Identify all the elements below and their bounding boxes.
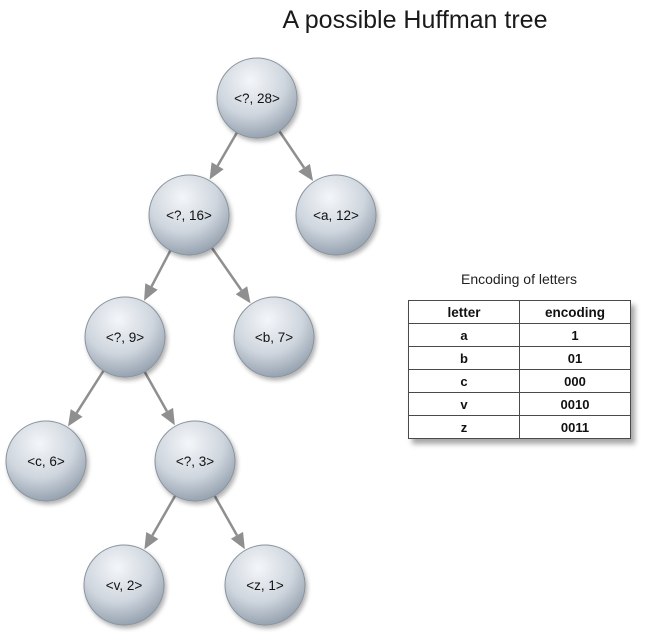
- edge-n9-n3: [143, 371, 175, 426]
- encoding-table: letter encoding a 1 b 01 c 000 v 0010 z: [408, 300, 631, 439]
- edge-line: [75, 370, 105, 414]
- edge-line: [213, 495, 239, 536]
- node-circle: [224, 544, 306, 626]
- table-row: c 000: [408, 369, 631, 393]
- letter-cell: v: [408, 392, 520, 416]
- edge-root-n16: [209, 131, 238, 180]
- table-header-row: letter encoding: [408, 300, 631, 324]
- edge-n16-b: [210, 247, 251, 304]
- node-circle: [5, 420, 87, 502]
- encoding-cell: 01: [519, 346, 631, 370]
- tree-node-root: <?, 28>: [216, 57, 298, 139]
- letter-cell: a: [408, 323, 520, 347]
- edge-line: [151, 495, 177, 537]
- letter-cell: z: [408, 415, 520, 439]
- letter-cell: b: [408, 346, 520, 370]
- encoding-cell: 000: [519, 369, 631, 393]
- diagram-title: A possible Huffman tree: [282, 6, 548, 34]
- encoding-cell: 0010: [519, 392, 631, 416]
- table-row: z 0011: [408, 415, 631, 439]
- tree-node-n9: <?, 9>: [84, 296, 166, 378]
- tree-node-n3: <?, 3>: [154, 420, 236, 502]
- table-row: v 0010: [408, 392, 631, 416]
- arrowhead: [144, 283, 158, 301]
- edge-line: [210, 247, 243, 291]
- tree-node-z: <z, 1>: [224, 544, 306, 626]
- edge-n3-z: [213, 495, 245, 550]
- tree-node-n16: <?, 16>: [148, 174, 230, 256]
- edge-root-a: [278, 130, 314, 182]
- table-row: b 01: [408, 346, 631, 370]
- tree-node-a: <a, 12>: [295, 174, 377, 256]
- arrowhead: [68, 409, 83, 427]
- node-circle: [154, 420, 236, 502]
- edge-line: [143, 371, 169, 412]
- node-label: <c, 6>: [27, 454, 65, 469]
- encoding-cell: 1: [519, 323, 631, 347]
- node-circle: [295, 174, 377, 256]
- edge-line: [150, 249, 172, 288]
- node-circle: [84, 296, 166, 378]
- tree-node-b: <b, 7>: [233, 296, 315, 378]
- arrowhead: [160, 407, 175, 426]
- node-label: <?, 28>: [234, 91, 280, 106]
- tree-node-v: <v, 2>: [83, 544, 165, 626]
- encoding-cell: 0011: [519, 415, 631, 439]
- node-circle: [83, 544, 165, 626]
- node-label: <?, 16>: [166, 208, 212, 223]
- node-label: <?, 3>: [176, 454, 214, 469]
- node-label: <?, 9>: [106, 330, 144, 345]
- arrowhead: [230, 531, 245, 550]
- table-caption: Encoding of letters: [461, 271, 577, 287]
- column-header-encoding: encoding: [519, 300, 631, 324]
- node-label: <a, 12>: [313, 208, 359, 223]
- tree-node-c: <c, 6>: [5, 420, 87, 502]
- arrowhead: [298, 163, 314, 182]
- edge-n3-v: [144, 495, 177, 550]
- node-circle: [216, 57, 298, 139]
- tree-nodes: <?, 28> <?, 16> <a, 12> <?, 9> <b, 7> <c, 6> <…: [5, 57, 377, 626]
- tree-edges: [68, 130, 314, 550]
- arrowhead: [209, 162, 224, 180]
- node-label: <b, 7>: [255, 330, 293, 345]
- table-row: a 1: [408, 323, 631, 347]
- node-circle: [148, 174, 230, 256]
- node-label: <v, 2>: [106, 578, 143, 593]
- edge-line: [278, 130, 306, 169]
- column-header-letter: letter: [408, 300, 520, 324]
- letter-cell: c: [408, 369, 520, 393]
- arrowhead: [144, 532, 159, 550]
- edge-line: [216, 131, 238, 167]
- edge-n16-n9: [144, 249, 172, 301]
- node-circle: [233, 296, 315, 378]
- arrowhead: [235, 286, 251, 304]
- node-label: <z, 1>: [246, 578, 284, 593]
- edge-n9-c: [68, 370, 105, 427]
